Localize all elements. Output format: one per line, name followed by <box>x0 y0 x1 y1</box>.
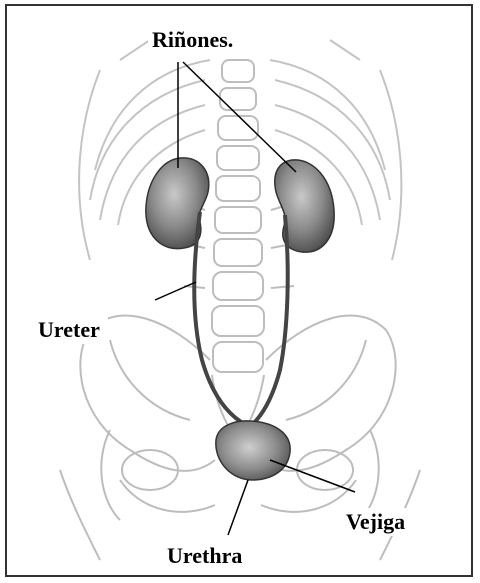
label-ureter: Ureter <box>30 316 108 344</box>
left-kidney <box>146 158 209 249</box>
bladder <box>216 421 290 480</box>
label-bladder: Vejiga <box>342 508 409 536</box>
right-kidney <box>275 160 334 252</box>
ribcage <box>79 40 401 260</box>
left-ureter <box>194 212 246 425</box>
kidney-leader-right <box>183 62 296 172</box>
label-urethra: Urethra <box>163 542 246 570</box>
ureter-leader <box>155 282 196 300</box>
label-kidneys: Riñones. <box>148 26 237 54</box>
urethra-leader <box>228 480 248 535</box>
